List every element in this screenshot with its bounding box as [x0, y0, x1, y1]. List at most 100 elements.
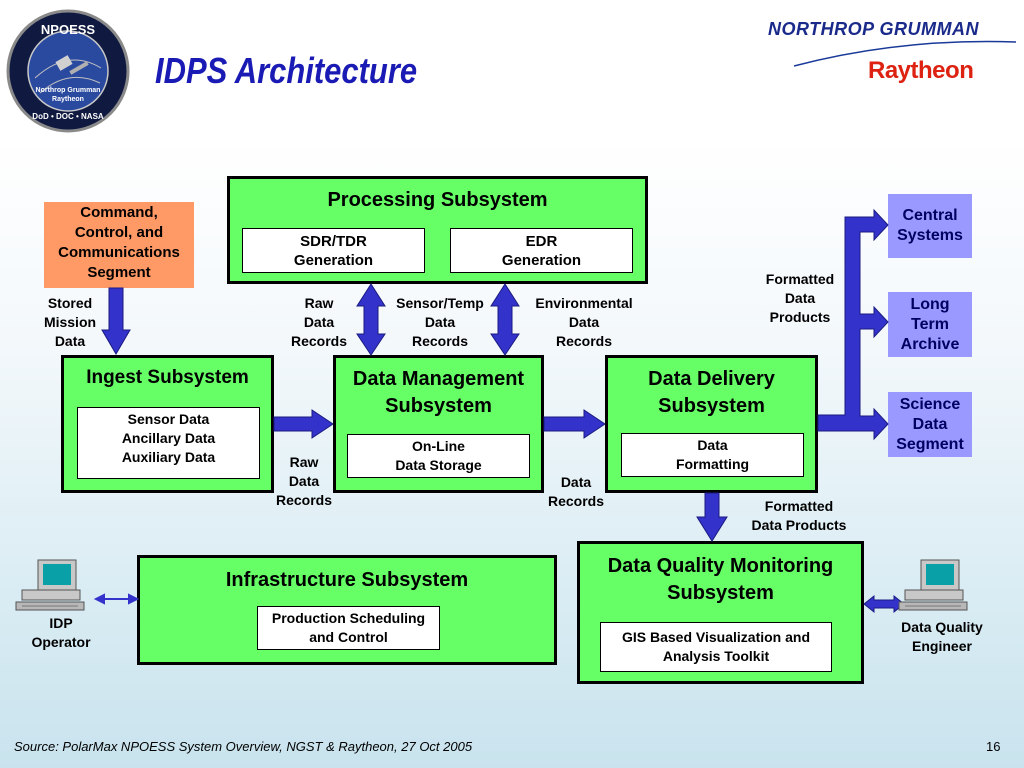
ccc-line: Command,	[80, 204, 158, 221]
delivery-title-line: Data Delivery	[648, 368, 775, 390]
data-management-subsystem: Data Management Subsystem On-Line Data S…	[333, 355, 544, 493]
dqm-box-line: Analysis Toolkit	[662, 648, 770, 664]
archive-line: Term	[911, 315, 949, 333]
dqm-title-line: Subsystem	[667, 582, 774, 604]
label-line: Data	[303, 314, 335, 330]
dms-title: Data Management Subsystem	[336, 366, 541, 420]
central-line: Central	[902, 207, 958, 224]
label-raw-data-records-bottom: Raw Data Records	[264, 453, 344, 510]
science-data-segment-box: Science Data Segment	[888, 392, 972, 457]
ingest-subsystem: Ingest Subsystem Sensor Data Ancillary D…	[61, 355, 274, 493]
label-line: Formatted	[764, 498, 834, 514]
science-line: Segment	[896, 435, 964, 453]
gis-toolkit-box: GIS Based Visualization and Analysis Too…	[600, 622, 832, 672]
label-data-records: Data Records	[536, 473, 616, 511]
arrow-ccc-to-ingest	[101, 287, 131, 355]
infra-title: Infrastructure Subsystem	[225, 569, 469, 591]
label-line: Records	[411, 333, 469, 349]
ccc-line: Segment	[87, 264, 151, 281]
arrow-sdr-dms-double	[356, 283, 386, 356]
arrow-dqm-engineer	[863, 594, 905, 614]
label-line: Data	[568, 314, 600, 330]
science-line: Data	[912, 415, 948, 433]
dqm-title-line: Data Quality Monitoring	[607, 555, 834, 577]
label-formatted-data-products-top: Formatted Data Products	[753, 270, 847, 327]
dms-box-line: On-Line	[412, 438, 465, 454]
ingest-line: Sensor Data	[127, 411, 210, 427]
delivery-title-line: Subsystem	[658, 395, 765, 417]
label-stored-mission-data: Stored Mission Data	[30, 294, 110, 351]
dms-title-line: Subsystem	[385, 395, 492, 417]
label-line: Records	[555, 333, 613, 349]
arrow-operator-head-right	[128, 593, 140, 605]
label-line: Operator	[31, 634, 91, 650]
ccc-segment: Command, Control, and Communications Seg…	[44, 202, 194, 288]
label-line: IDP	[49, 615, 73, 631]
computer-icon	[898, 559, 968, 611]
sdr-line: SDR/TDR	[300, 232, 367, 250]
source-note: Source: PolarMax NPOESS System Overview,…	[14, 739, 473, 754]
ingest-line: Auxiliary Data	[121, 449, 216, 465]
dqm-box-line: GIS Based Visualization and	[621, 629, 810, 645]
label-line: Data Products	[751, 517, 847, 533]
npoess-logo: NPOESS Northrop Grumman Raytheon DoD • D…	[5, 8, 131, 134]
npoess-logo-bottom: DoD • DOC • NASA	[32, 112, 104, 121]
page-title: IDPS Architecture	[155, 50, 418, 91]
edr-generation-box: EDR Generation	[450, 228, 633, 273]
ccc-line: Control, and	[74, 224, 164, 241]
npoess-logo-center1: Northrop Grumman	[36, 87, 101, 94]
infra-box-line: and Control	[309, 629, 388, 645]
dqm-title: Data Quality Monitoring Subsystem	[580, 553, 861, 607]
arrow-delivery-trunk	[817, 208, 889, 441]
edr-line: Generation	[501, 251, 582, 269]
label-line: Environmental	[535, 295, 633, 311]
infra-box-line: Production Scheduling	[271, 610, 426, 626]
edr-line: EDR	[525, 232, 558, 250]
npoess-logo-top: NPOESS	[41, 22, 96, 37]
arrow-operator-head-left	[93, 593, 105, 605]
data-quality-monitoring-subsystem: Data Quality Monitoring Subsystem GIS Ba…	[577, 541, 864, 684]
label-line: Products	[769, 309, 831, 325]
label-line: Data	[288, 473, 320, 489]
arrow-delivery-to-dqm	[696, 492, 728, 542]
label-line: Records	[290, 333, 348, 349]
central-systems-box: Central Systems	[888, 194, 972, 258]
label-line: Sensor/Temp	[396, 295, 484, 311]
label-line: Records	[547, 493, 605, 509]
delivery-title: Data Delivery Subsystem	[608, 366, 815, 420]
infrastructure-subsystem: Infrastructure Subsystem Production Sche…	[137, 555, 557, 665]
arrow-edr-dms-double	[490, 283, 520, 356]
npoess-logo-center2: Raytheon	[52, 96, 84, 103]
label-line: Data	[424, 314, 456, 330]
label-line: Mission	[43, 314, 97, 330]
label-sensor-temp-records: Sensor/Temp Data Records	[385, 294, 495, 351]
computer-icon	[15, 559, 85, 611]
label-line: Data	[54, 333, 86, 349]
ingest-data-box: Sensor Data Ancillary Data Auxiliary Dat…	[77, 407, 260, 479]
data-formatting-box: Data Formatting	[621, 433, 804, 477]
archive-line: Archive	[900, 335, 960, 353]
sdr-line: Generation	[293, 251, 374, 269]
raytheon-logo: Raytheon	[868, 57, 974, 84]
processing-subsystem: Processing Subsystem SDR/TDR Generation …	[227, 176, 648, 284]
label-formatted-data-products-bottom: Formatted Data Products	[738, 497, 860, 535]
processing-title: Processing Subsystem	[327, 189, 548, 211]
northrop-logo: NORTHROP GRUMMAN	[768, 19, 979, 39]
northrop-swoosh-icon	[793, 40, 1017, 67]
label-dq-engineer: Data Quality Engineer	[882, 618, 1002, 656]
label-line: Data	[784, 290, 816, 306]
long-term-archive-box: Long Term Archive	[888, 292, 972, 357]
label-idp-operator: IDP Operator	[16, 614, 106, 652]
label-raw-data-records-top: Raw Data Records	[279, 294, 359, 351]
arrow-ingest-to-dms	[273, 409, 334, 439]
ingest-line: Ancillary Data	[121, 430, 216, 446]
label-line: Stored	[47, 295, 93, 311]
ingest-title: Ingest Subsystem	[86, 367, 249, 388]
data-delivery-subsystem: Data Delivery Subsystem Data Formatting	[605, 355, 818, 493]
label-line: Data Quality	[901, 619, 983, 635]
page-number: 16	[986, 739, 1001, 754]
central-line: Systems	[897, 227, 963, 244]
label-environmental-records: Environmental Data Records	[523, 294, 645, 351]
archive-line: Long	[910, 295, 950, 313]
